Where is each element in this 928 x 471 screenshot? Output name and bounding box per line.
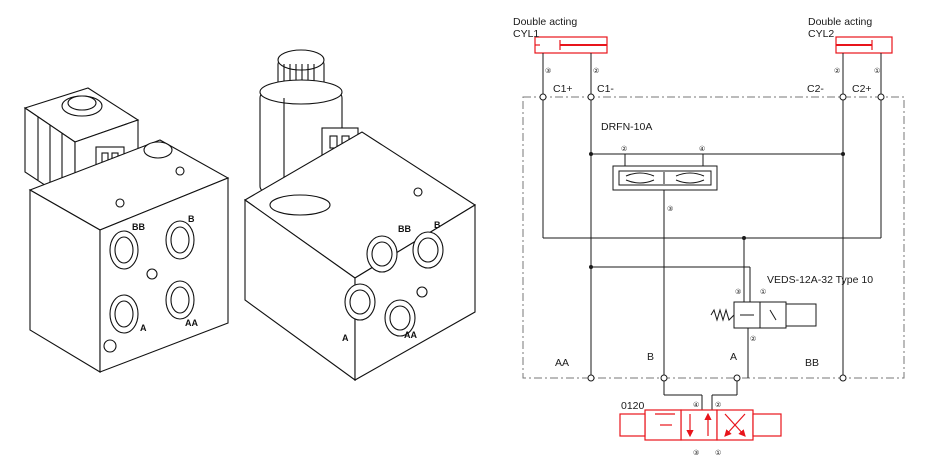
- cylinder-1-type: Double acting: [513, 16, 577, 28]
- port-numbers: ③ ② ② ① ② ④ ③ ③ ① ② ④ ② ③ ①: [545, 67, 880, 457]
- cylinder-1-name: CYL1: [513, 28, 539, 40]
- port-num-sv-2: ②: [750, 335, 756, 343]
- port-num-sv-3: ③: [735, 288, 741, 296]
- port-num-sv-1: ①: [760, 288, 766, 296]
- port-label-a: A: [730, 351, 737, 363]
- port-num-fd-4: ④: [699, 145, 705, 153]
- small-block-label-aa: AA: [185, 318, 198, 328]
- valve-block-small-drawing: [23, 87, 230, 373]
- port-label-c2-minus: C2-: [807, 83, 824, 95]
- large-block-label-aa: AA: [404, 330, 417, 340]
- port-label-bb: BB: [805, 357, 819, 369]
- port-label-b: B: [647, 351, 654, 363]
- hydraulic-lines: [542, 53, 882, 410]
- flow-divider-symbol: [612, 165, 718, 191]
- large-block-label-a: A: [342, 333, 349, 343]
- port-label-c1-plus: C1+: [553, 83, 573, 95]
- large-block-label-b: B: [434, 220, 441, 230]
- cylinder-2-symbol: [835, 36, 893, 54]
- port-num-dv-2: ②: [715, 401, 721, 409]
- port-num-dv-3: ③: [693, 449, 699, 457]
- solenoid-valve-symbol: [710, 301, 817, 329]
- port-label-c1-minus: C1-: [597, 83, 614, 95]
- port-num-cyl2-1: ①: [874, 67, 880, 75]
- cylinder-2-label: Double acting CYL2: [808, 16, 872, 40]
- directional-valve-label: 0120: [621, 400, 645, 412]
- large-block-port-labels: BB B AA A: [342, 220, 441, 343]
- port-num-dv-4: ④: [693, 401, 699, 409]
- solenoid-valve-label: VEDS-12A-32 Type 10: [767, 274, 873, 286]
- junction-dots: [589, 152, 845, 269]
- cylinder-1-label: Double acting CYL1: [513, 16, 577, 40]
- port-num-cyl2-2: ②: [834, 67, 840, 75]
- port-label-aa: AA: [555, 357, 569, 369]
- small-block-label-bb: BB: [132, 222, 145, 232]
- small-block-port-labels: BB B AA A: [132, 214, 198, 333]
- valve-block-large-drawing: [243, 49, 477, 382]
- cylinder-1-symbol: [534, 36, 608, 54]
- small-block-label-a: A: [140, 323, 147, 333]
- schematic-port-labels: C1+ C1- C2- C2+ AA B A BB: [553, 83, 872, 369]
- flow-divider-label: DRFN-10A: [601, 121, 652, 133]
- port-num-cyl1-2: ②: [593, 67, 599, 75]
- port-num-fd-3: ③: [667, 205, 673, 213]
- port-label-c2-plus: C2+: [852, 83, 872, 95]
- directional-valve-symbol: [619, 409, 782, 441]
- large-block-label-bb: BB: [398, 224, 411, 234]
- cylinder-2-type: Double acting: [808, 16, 872, 28]
- small-block-label-b: B: [188, 214, 195, 224]
- port-num-cyl1-3: ③: [545, 67, 551, 75]
- manifold-boundary: [522, 96, 905, 379]
- port-num-dv-1: ①: [715, 449, 721, 457]
- port-num-fd-2: ②: [621, 145, 627, 153]
- cylinder-2-name: CYL2: [808, 28, 834, 40]
- port-markers: [539, 93, 885, 382]
